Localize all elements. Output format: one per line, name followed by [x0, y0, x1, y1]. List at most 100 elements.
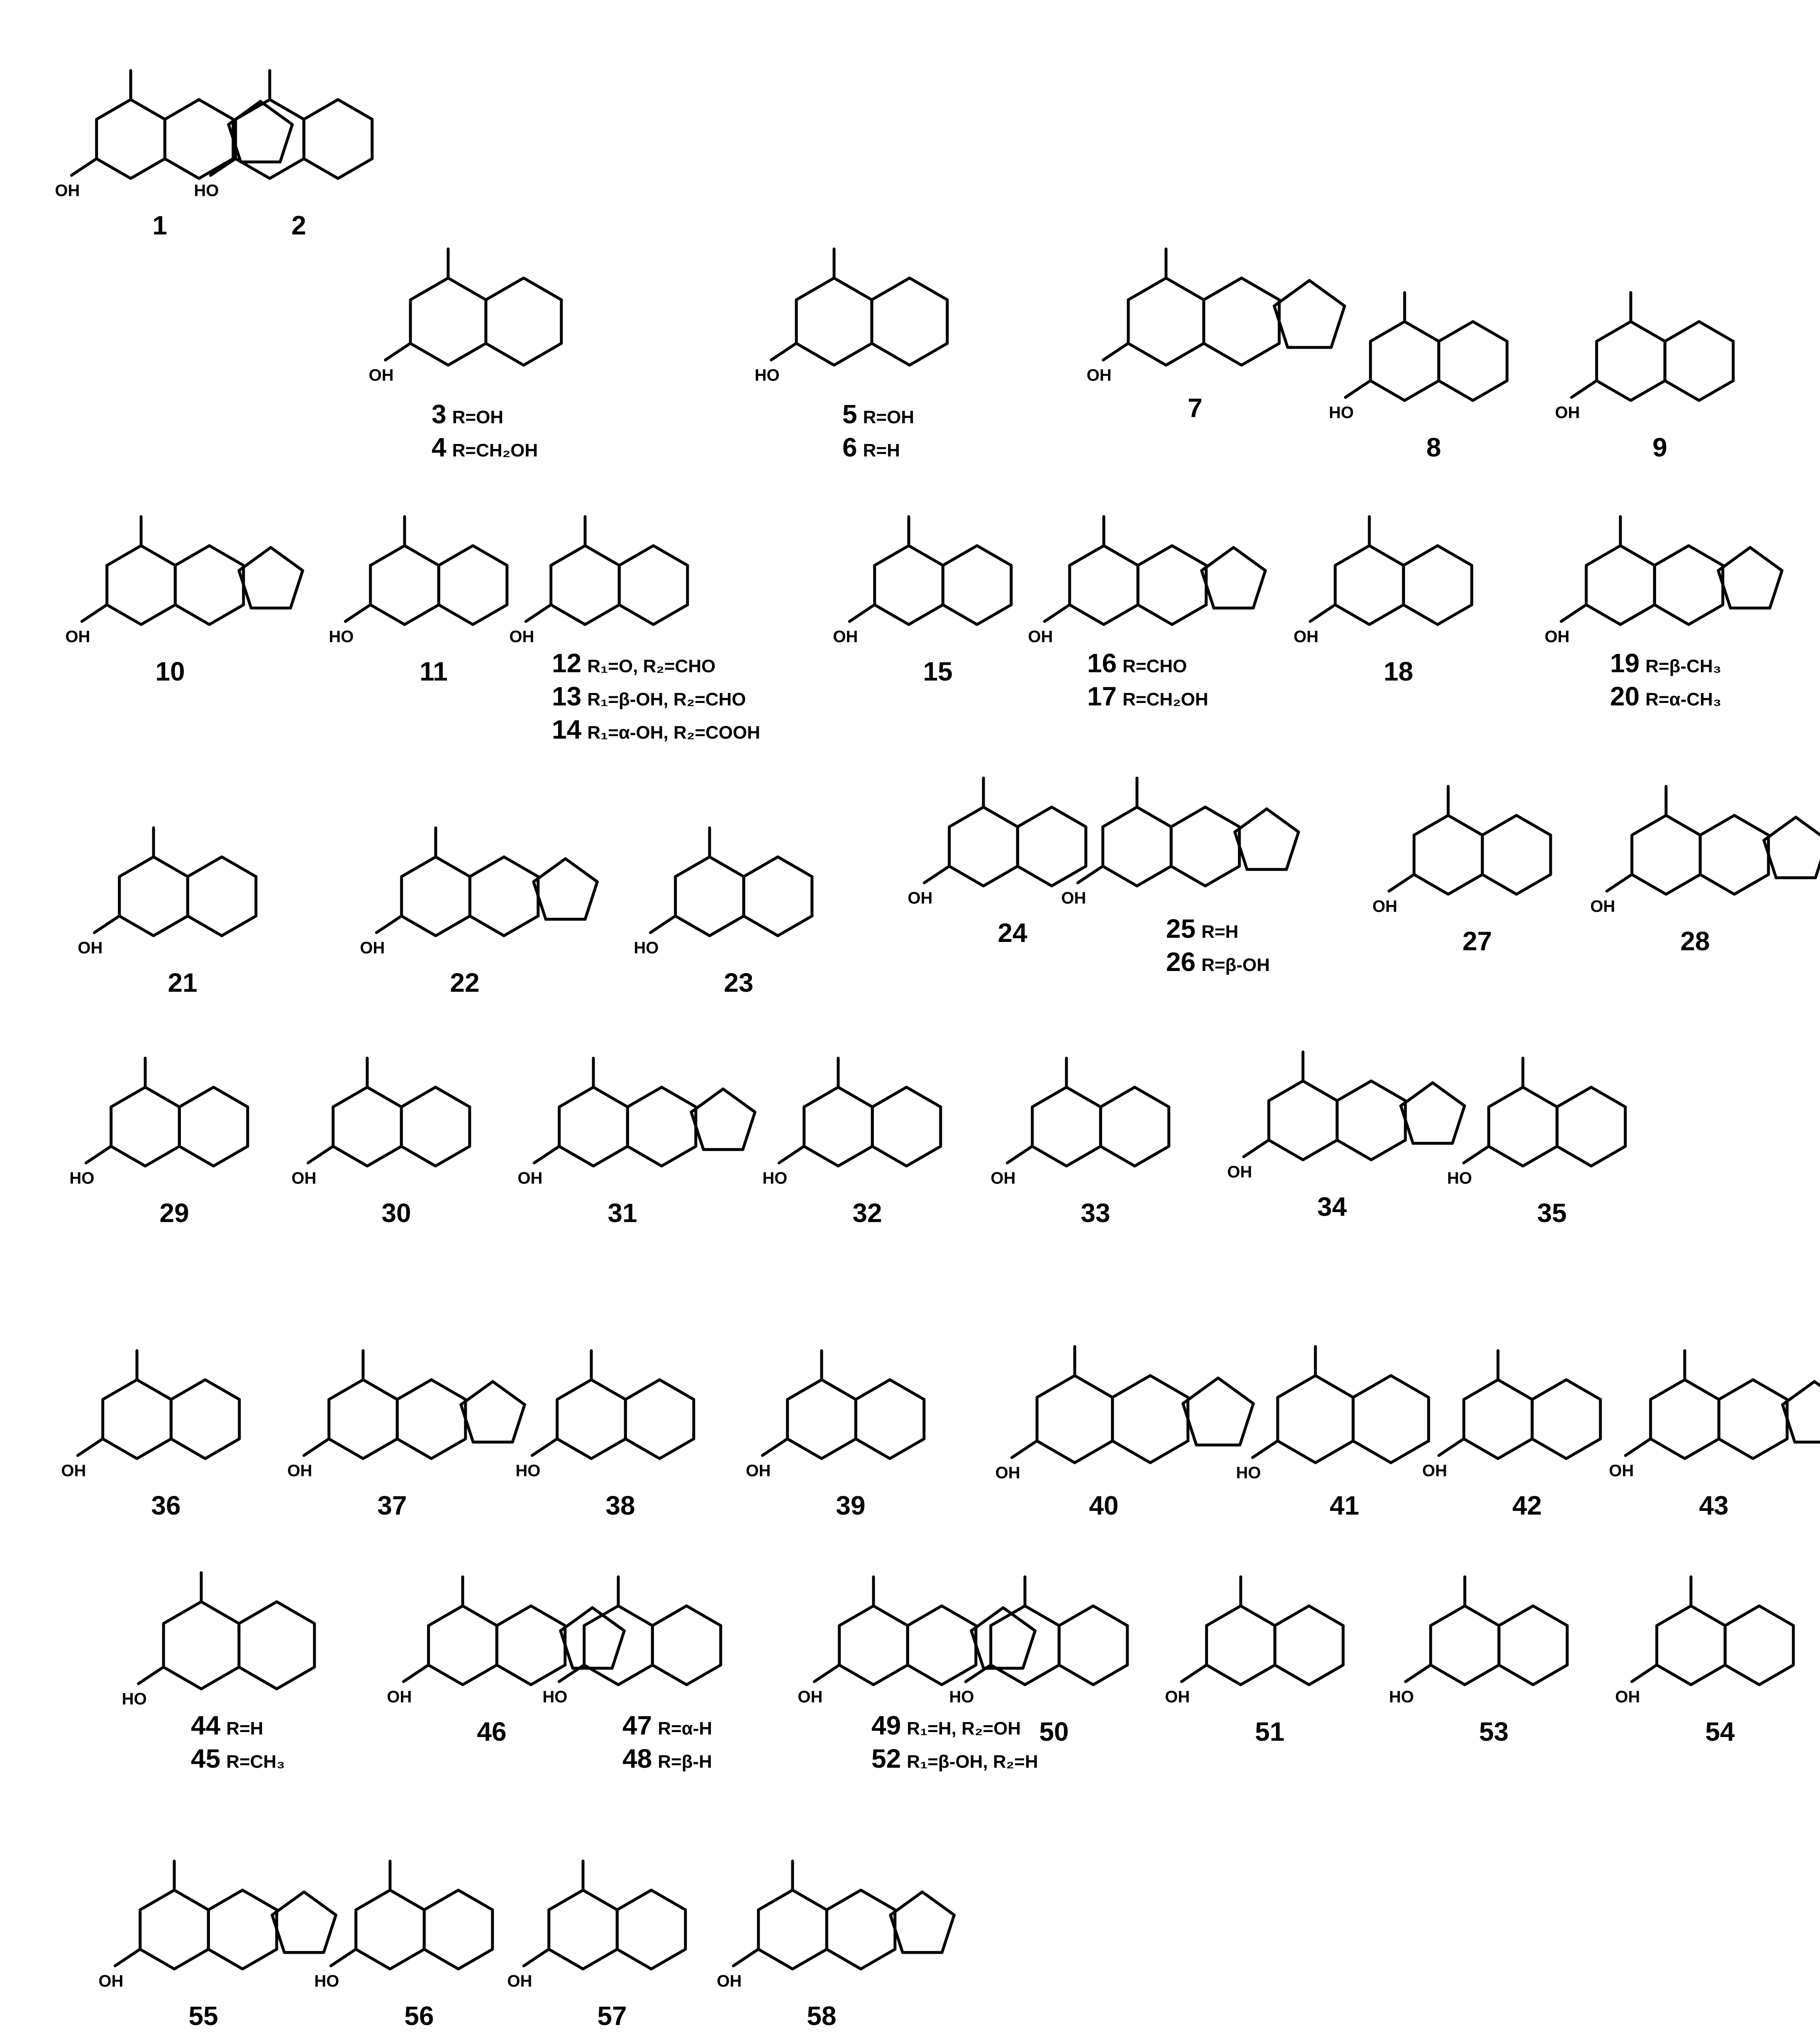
- substituent-bond: [1180, 1664, 1208, 1683]
- ring-a: [1205, 1604, 1276, 1686]
- atom-label: OH: [1544, 628, 1569, 646]
- ring-b: [1099, 1086, 1171, 1168]
- compound-number: 46: [477, 1717, 506, 1747]
- substituent-bond: [964, 1664, 992, 1683]
- atom-label: OH: [369, 366, 394, 385]
- ring-b: [1653, 544, 1725, 626]
- atom-label: OH: [1028, 628, 1053, 646]
- ring-a: [1031, 1086, 1102, 1168]
- ring-a: [1585, 544, 1656, 626]
- ring-a: [105, 544, 177, 626]
- substituent-bond: [1630, 1664, 1658, 1683]
- compound-25: OH: [1061, 776, 1300, 908]
- substituent-bond: [375, 915, 403, 934]
- atom-label: HO: [1236, 1464, 1261, 1482]
- compound-number: 34: [1317, 1192, 1347, 1222]
- ring-b: [1016, 805, 1088, 888]
- atom-label: OH: [61, 1462, 86, 1480]
- compound-number: 57: [597, 2001, 627, 2031]
- ring-a: [1630, 814, 1702, 896]
- atom-label: OH: [78, 939, 102, 957]
- substituent-bond: [84, 1145, 112, 1164]
- compound-number: 9: [1652, 432, 1667, 462]
- compound-number: 23: [724, 968, 753, 998]
- substituent-bond: [1043, 603, 1071, 623]
- ring-b: [1111, 1374, 1190, 1464]
- ring-b: [1136, 544, 1208, 626]
- substituent-bond: [1005, 1145, 1034, 1164]
- compound-7: OH7: [1087, 247, 1346, 423]
- ring-b: [1698, 814, 1770, 896]
- atom-label: OH: [509, 628, 534, 646]
- atom-label: OH: [746, 1462, 771, 1480]
- ring-b: [742, 855, 814, 937]
- ring-a: [547, 1888, 619, 1971]
- compound-number: 24: [998, 918, 1027, 948]
- compound-1: OH1: [55, 69, 294, 240]
- ring-b: [870, 276, 949, 367]
- ring-a: [873, 544, 944, 626]
- ring-b: [468, 855, 540, 937]
- substituent-bond: [1570, 379, 1598, 399]
- substituent-bond: [1344, 379, 1372, 399]
- ring-b: [163, 98, 235, 180]
- substituent-bond: [1010, 1439, 1039, 1459]
- ring-a: [1267, 1079, 1339, 1161]
- compound-number: 54: [1705, 1717, 1735, 1747]
- ring-b: [626, 1086, 698, 1168]
- substituent-bond: [1242, 1139, 1270, 1158]
- atom-label: HO: [122, 1690, 147, 1708]
- compound-19: OH: [1544, 515, 1783, 646]
- ring-b: [437, 544, 509, 626]
- compound-number: 32: [852, 1198, 882, 1228]
- ring-c: [1399, 1081, 1466, 1145]
- ring-c: [1717, 546, 1783, 610]
- substituent-bond: [522, 1948, 550, 1967]
- ring-a: [948, 805, 1019, 888]
- substituent-bond: [922, 865, 951, 884]
- compound-2: HO2: [194, 69, 374, 240]
- ring-a: [1655, 1604, 1727, 1686]
- atom-label: OH: [995, 1464, 1020, 1482]
- ring-b: [207, 1888, 278, 1971]
- ring-c: [1781, 1380, 1820, 1444]
- substituent-bond: [1251, 1439, 1279, 1459]
- ring-c: [1233, 807, 1300, 871]
- substituent-bond: [1437, 1437, 1465, 1457]
- ring-b: [651, 1604, 722, 1686]
- ring-a: [1487, 1086, 1559, 1168]
- substituent-bond: [1624, 1437, 1652, 1457]
- compound-number: 21: [168, 968, 197, 998]
- atom-label: HO: [329, 628, 354, 646]
- ring-c: [532, 857, 599, 921]
- compound-9: OH9: [1555, 291, 1735, 462]
- compound-number: 15: [923, 656, 952, 686]
- ring-a: [549, 544, 621, 626]
- ring-c: [889, 1890, 956, 1954]
- substituent-bond: [1076, 865, 1104, 884]
- substituent-bond: [76, 1437, 104, 1457]
- substituent-bond: [93, 915, 121, 934]
- atom-label: HO: [194, 182, 219, 200]
